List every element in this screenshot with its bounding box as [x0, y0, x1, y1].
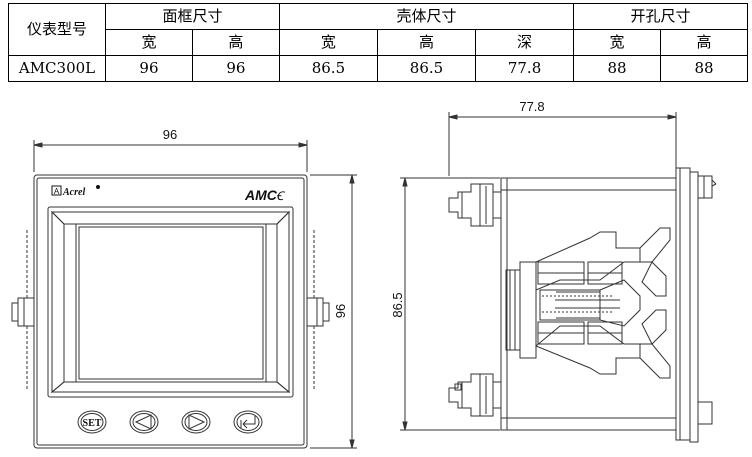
lcd-screen — [75, 223, 267, 383]
triangle-right-icon — [188, 414, 206, 430]
cell-hole-height: 88 — [660, 55, 748, 82]
triangle-left-icon — [134, 414, 152, 430]
right-mounting-clip — [306, 297, 330, 327]
bezel-bottom-face — [50, 381, 291, 393]
cell-model: AMC300L — [8, 55, 106, 82]
technical-drawing: 96 96 — [11, 99, 717, 449]
side-height-dimension — [400, 177, 500, 431]
header-panel-size: 面框尺寸 — [105, 3, 280, 30]
set-icon: SET — [83, 418, 102, 429]
header-model: 仪表型号 — [8, 3, 106, 56]
subheader-shell-height: 高 — [376, 29, 477, 56]
key-enter[interactable] — [233, 410, 263, 434]
spec-table: 仪表型号 面框尺寸 壳体尺寸 开孔尺寸 宽 高 宽 高 深 宽 高 AMC300… — [8, 3, 748, 82]
front-panel-inner-edge — [36, 177, 305, 446]
left-mounting-clip — [11, 297, 35, 327]
clip-arm-upper — [639, 227, 671, 297]
side-depth-dimension — [448, 112, 677, 176]
bezel-right-face — [276, 210, 290, 394]
subheader-hole-width: 宽 — [573, 29, 661, 56]
side-depth-label: 77.8 — [519, 99, 544, 114]
key-left[interactable] — [129, 410, 159, 434]
brand-mark-icon: Ꞓ — [276, 189, 286, 203]
key-right[interactable] — [181, 410, 211, 434]
bezel-left-face — [51, 210, 65, 394]
enter-arrow-icon — [240, 416, 256, 429]
cell-shell-height: 86.5 — [376, 55, 477, 82]
front-height-dimension — [310, 174, 357, 449]
cell-panel-width: 96 — [105, 55, 193, 82]
svg-text:A: A — [54, 187, 60, 196]
acrel-logo: A Acrel — [51, 185, 100, 198]
cell-hole-width: 88 — [573, 55, 661, 82]
subheader-panel-height: 高 — [191, 29, 280, 56]
subheader-shell-width: 宽 — [278, 29, 378, 56]
subheader-shell-depth: 深 — [475, 29, 575, 56]
header-shell-size: 壳体尺寸 — [278, 3, 575, 30]
subheader-hole-height: 高 — [660, 29, 748, 56]
clip-arm-lower — [639, 309, 671, 379]
front-panel-profile — [675, 167, 717, 443]
front-view: 96 96 — [11, 127, 357, 449]
cell-shell-width: 86.5 — [278, 55, 378, 82]
top-terminal-block — [448, 183, 501, 227]
mounting-bracket — [535, 231, 641, 375]
lcd-screen-inner — [78, 226, 264, 380]
bezel-top-face — [50, 211, 291, 225]
key-set[interactable]: SET — [77, 410, 107, 434]
bottom-terminal-block — [448, 373, 501, 417]
cell-shell-depth: 77.8 — [475, 55, 575, 82]
header-hole-size: 开孔尺寸 — [573, 3, 748, 30]
subheader-panel-width: 宽 — [105, 29, 193, 56]
brand-text: AMC — [244, 187, 278, 203]
side-height-label: 86.5 — [390, 292, 405, 317]
front-width-label: 96 — [163, 127, 177, 142]
housing-body — [500, 177, 677, 431]
logo-text: Acrel — [62, 187, 85, 198]
display-bezel — [47, 206, 294, 398]
cell-panel-height: 96 — [191, 55, 280, 82]
side-view: 77.8 86.5 — [390, 99, 717, 443]
screw-clamp — [542, 295, 620, 313]
front-width-dimension — [33, 140, 308, 172]
rear-ribs — [505, 261, 537, 359]
front-height-label: 96 — [333, 304, 348, 318]
